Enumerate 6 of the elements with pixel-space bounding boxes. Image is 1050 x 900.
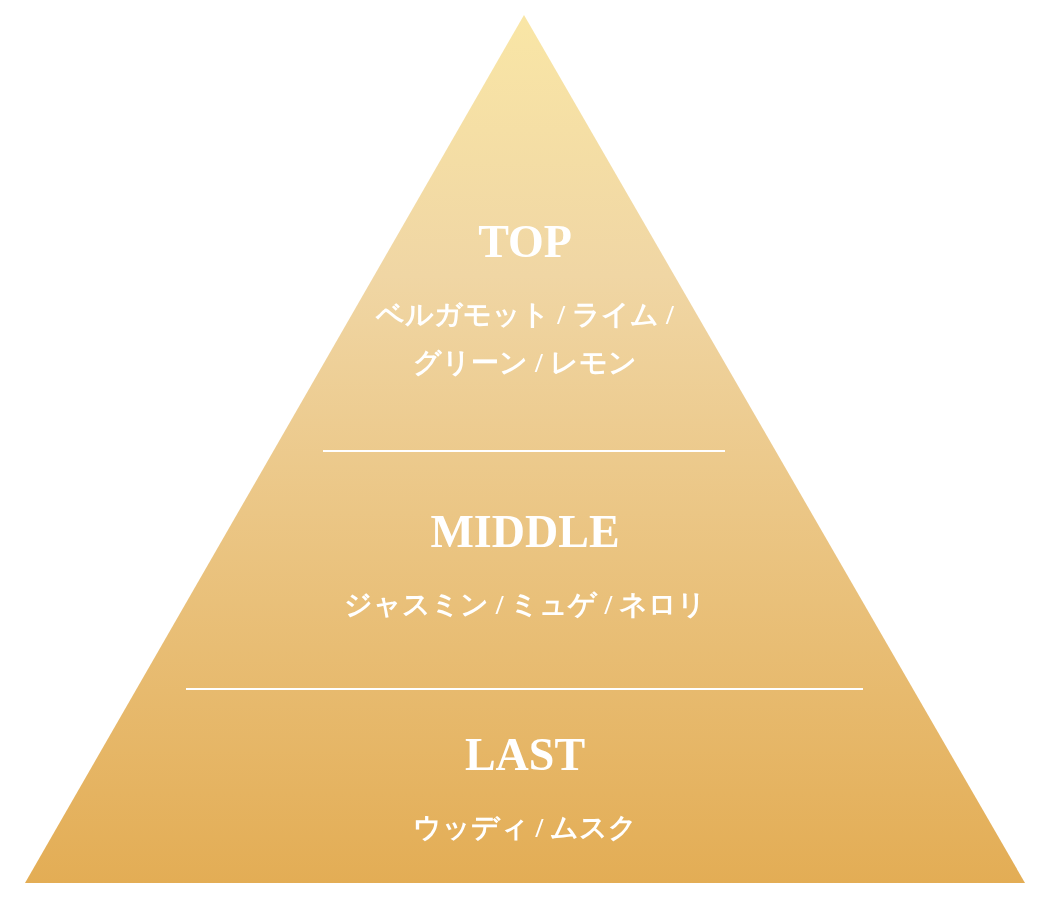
notes-text: ベルガモット / ライム / グリーン / レモン — [374, 298, 675, 380]
layer-heading: LAST — [464, 728, 586, 782]
layer-heading: TOP — [478, 215, 572, 269]
notes-text: ジャスミン / ミュゲ / ネロリ — [343, 588, 707, 622]
notes-text: ウッディ / ムスク — [412, 811, 638, 845]
layer-heading: MIDDLE — [430, 505, 620, 559]
